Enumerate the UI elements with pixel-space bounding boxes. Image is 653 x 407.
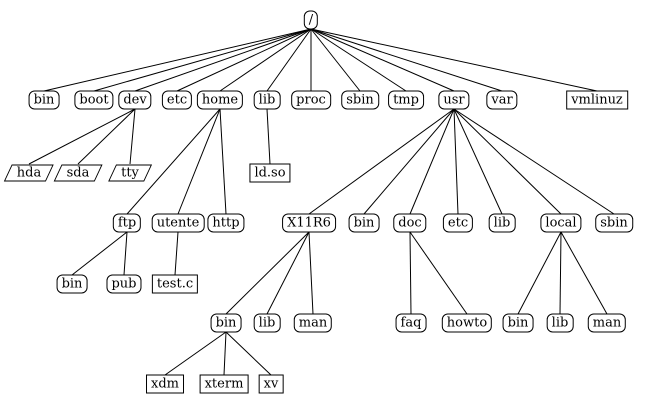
edge-usr-doc-to-howto — [409, 231, 468, 315]
edge-usr-to-usr-local — [453, 108, 562, 215]
tree-node-ftp-bin: bin — [56, 274, 88, 294]
tree-node-ftp: ftp — [112, 213, 142, 233]
tree-node-tmp: tmp — [388, 90, 424, 110]
edge-x11r6-to-x-bin — [225, 231, 310, 315]
tree-node-dev: dev — [118, 90, 152, 110]
tree-node-l-lib: lib — [546, 313, 574, 333]
edge-x11r6-to-x-man — [308, 231, 314, 315]
edge-lib-to-ldso — [266, 108, 271, 165]
tree-node-usr-local: local — [540, 213, 582, 233]
tree-node-http: http — [207, 213, 245, 233]
edge-root-to-boot — [93, 28, 312, 92]
edge-x-bin-to-xv — [225, 331, 272, 376]
tree-node-testc: test.c — [151, 274, 199, 294]
edge-x-bin-to-xdm — [164, 331, 227, 376]
tree-node-root: / — [303, 10, 319, 30]
tree-node-ftp-pub: pub — [106, 274, 142, 294]
tree-node-howto: howto — [441, 313, 493, 333]
tree-node-usr-etc: etc — [442, 213, 474, 233]
edge-usr-to-usr-lib — [453, 108, 503, 215]
tree-node-usr-lib: lib — [488, 213, 516, 233]
edge-usr-local-to-l-lib — [559, 231, 562, 315]
edge-root-to-bin — [43, 28, 312, 92]
tree-node-x-bin: bin — [210, 313, 242, 333]
tree-node-lib: lib — [253, 90, 281, 110]
tree-node-x-lib: lib — [253, 313, 281, 333]
tree-node-usr: usr — [438, 90, 470, 110]
edge-usr-to-x11r6 — [308, 108, 455, 215]
tree-node-faq: faq — [395, 313, 427, 333]
edge-dev-to-sda — [77, 108, 136, 165]
edge-ftp-to-ftp-pub — [123, 231, 128, 276]
edge-usr-to-usr-doc — [409, 108, 455, 215]
tree-node-sda: sda — [58, 165, 99, 182]
tree-node-usr-doc: doc — [393, 213, 427, 233]
tree-node-xdm: xdm — [146, 374, 184, 394]
tree-node-home: home — [196, 90, 244, 110]
edge-root-to-vmlinuz — [310, 28, 598, 92]
edge-dev-to-tty — [129, 108, 136, 165]
edge-root-to-usr — [310, 28, 455, 92]
tree-node-etc: etc — [161, 90, 193, 110]
tree-node-x-man: man — [293, 313, 333, 333]
edge-dev-to-hda — [28, 108, 136, 165]
edge-root-to-dev — [134, 28, 312, 92]
tree-node-usr-sbin: sbin — [595, 213, 633, 233]
tree-node-boot: boot — [74, 90, 114, 110]
tree-node-var: var — [486, 90, 518, 110]
edge-x-bin-to-xterm — [223, 331, 227, 376]
edge-root-to-etc — [176, 28, 312, 92]
tree-node-ldso: ld.so — [249, 163, 291, 183]
edge-ftp-to-ftp-bin — [71, 231, 128, 276]
tree-node-proc: proc — [291, 90, 331, 110]
tree-node-xv: xv — [258, 374, 284, 394]
edge-root-to-sbin — [310, 28, 361, 92]
edge-home-to-ftp — [126, 108, 221, 215]
edge-utente-to-testc — [174, 231, 179, 276]
tree-node-usr-bin: bin — [348, 213, 380, 233]
tree-node-xterm: xterm — [199, 374, 249, 394]
tree-node-hda: hda — [8, 165, 50, 182]
tree-node-vmlinuz: vmlinuz — [566, 90, 628, 110]
edge-usr-to-usr-etc — [453, 108, 459, 215]
tree-node-l-man: man — [587, 313, 627, 333]
tree-node-utente: utente — [151, 213, 205, 233]
tree-node-bin: bin — [28, 90, 60, 110]
tree-node-l-bin: bin — [502, 313, 534, 333]
edge-usr-local-to-l-bin — [517, 231, 562, 315]
edge-x11r6-to-x-lib — [266, 231, 310, 315]
edge-home-to-http — [219, 108, 227, 215]
tree-node-sbin: sbin — [341, 90, 379, 110]
edge-usr-to-usr-bin — [363, 108, 455, 215]
tree-node-x11r6: X11R6 — [282, 213, 336, 233]
edge-root-to-lib — [266, 28, 312, 92]
edge-home-to-utente — [177, 108, 221, 215]
edge-usr-to-usr-sbin — [453, 108, 615, 215]
edge-usr-local-to-l-man — [560, 231, 608, 315]
edge-usr-doc-to-faq — [409, 231, 412, 315]
tree-node-tty: tty — [112, 165, 148, 182]
edge-root-to-home — [219, 28, 312, 92]
edge-root-to-tmp — [310, 28, 407, 92]
edge-root-to-var — [310, 28, 503, 92]
